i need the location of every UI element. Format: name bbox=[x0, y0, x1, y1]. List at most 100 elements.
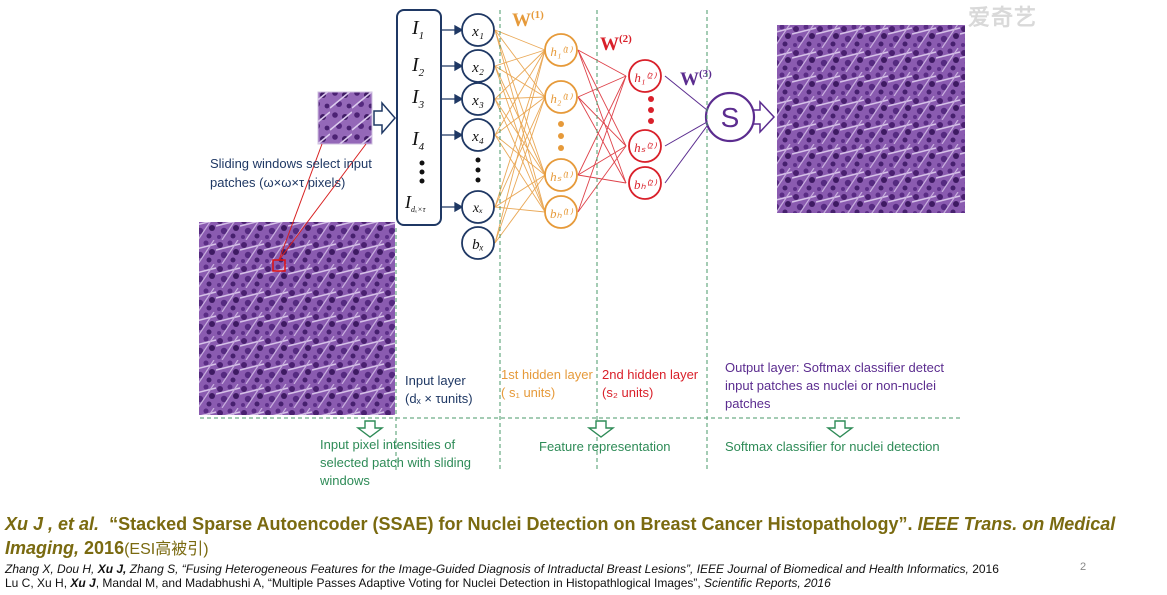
x-node-label: x₄ bbox=[471, 129, 484, 145]
h1-node bbox=[544, 80, 578, 114]
ellipsis-dot bbox=[648, 96, 654, 102]
w3-connections bbox=[664, 75, 708, 184]
x-node bbox=[461, 13, 495, 47]
h1-node-label: h₂⁽¹⁾ bbox=[550, 91, 573, 106]
input-label-4: I4 bbox=[411, 128, 425, 153]
w1-edge bbox=[494, 49, 546, 208]
softmax-node bbox=[704, 91, 756, 143]
ellipsis-dot bbox=[419, 169, 425, 175]
ref1-year: 2016 bbox=[968, 562, 999, 576]
output-tissue-image bbox=[777, 25, 965, 213]
w1-edge bbox=[494, 49, 546, 136]
ellipsis-dot bbox=[648, 107, 654, 113]
ref2-title: , Mandal M, and Madabhushi A, “Multiple … bbox=[95, 576, 705, 590]
citation-authors: Xu J , et al. bbox=[5, 514, 100, 534]
hollow-arrow-icon bbox=[373, 100, 396, 136]
bias-x-label: bₓ bbox=[472, 237, 484, 253]
x-node-label: xₓ bbox=[472, 201, 483, 216]
input-layer-label: Input layer bbox=[405, 373, 466, 388]
output-layer-label: Output layer: Softmax classifier detect bbox=[725, 360, 944, 375]
citation-esi: (ESI高被引) bbox=[124, 541, 209, 558]
w1-edge bbox=[494, 65, 546, 98]
softmax-node-label: S bbox=[721, 102, 740, 133]
input-label-last: Idₓ×τ bbox=[404, 192, 427, 214]
ellipsis-dot bbox=[475, 177, 481, 183]
x-node bbox=[461, 190, 495, 224]
h1-node-label: hₛ⁽¹⁾ bbox=[550, 169, 573, 184]
down-arrow-icon bbox=[825, 420, 855, 438]
bottom-label-input: windows bbox=[319, 473, 370, 488]
h2-node-label: hₛ⁽²⁾ bbox=[634, 140, 657, 155]
x-node-label: x₂ bbox=[471, 60, 484, 76]
ref1-highlight: Xu J, bbox=[97, 562, 127, 576]
w1-edge bbox=[494, 96, 546, 136]
w2-edge bbox=[577, 75, 627, 213]
sliding-windows-label: patches (ω×ω×τ pixels) bbox=[210, 175, 345, 190]
ref2-highlight: Xu J bbox=[70, 576, 96, 590]
main-citation: Xu J , et al. “Stacked Sparse Autoencode… bbox=[5, 512, 1165, 562]
h2-bias-label: bₕ⁽²⁾ bbox=[634, 177, 658, 192]
reference-1: Zhang X, Dou H, Xu J, Zhang S, “Fusing H… bbox=[5, 562, 1165, 576]
hidden1-label: 1st hidden layer bbox=[501, 367, 593, 382]
x-node bbox=[461, 118, 495, 152]
bias-x-node bbox=[461, 226, 495, 260]
ellipsis-dot bbox=[419, 160, 425, 166]
ref2-journal: Scientific Reports, 2016 bbox=[704, 576, 831, 590]
input-arrowhead bbox=[454, 129, 464, 141]
citation-title: “Stacked Sparse Autoencoder (SSAE) for N… bbox=[109, 514, 913, 534]
ellipsis-dot bbox=[558, 133, 564, 139]
w1-edge bbox=[494, 29, 546, 98]
bottom-label-input: selected patch with sliding bbox=[320, 455, 471, 470]
w2-connections bbox=[577, 49, 627, 213]
w2-edge bbox=[577, 49, 627, 77]
w2-edge bbox=[577, 96, 627, 147]
ellipsis-dot bbox=[648, 118, 654, 124]
w2-edge bbox=[577, 49, 627, 184]
w1-edge bbox=[494, 65, 546, 176]
x-node-label: x₁ bbox=[471, 24, 484, 40]
w3-edge bbox=[664, 125, 708, 184]
w1-edge bbox=[494, 174, 546, 208]
w1-edge bbox=[494, 29, 546, 176]
h2-node-label: h₁⁽²⁾ bbox=[634, 70, 657, 85]
patch-link-line bbox=[278, 143, 323, 261]
citation-year: 2016 bbox=[84, 538, 125, 558]
ellipsis-dot bbox=[475, 167, 481, 173]
ellipsis-dot bbox=[558, 121, 564, 127]
down-arrow-icon bbox=[355, 420, 385, 438]
w1-edge bbox=[494, 49, 546, 67]
ref1-journal: IEEE Journal of Biomedical and Health In… bbox=[696, 562, 969, 576]
h1-node bbox=[544, 33, 578, 67]
h2-bias-node bbox=[628, 166, 662, 200]
w1-edge bbox=[494, 96, 546, 208]
output-layer-label: patches bbox=[725, 396, 771, 411]
input-arrowhead bbox=[454, 24, 464, 36]
w1-edge bbox=[494, 134, 546, 213]
w2-edge bbox=[577, 75, 627, 176]
ellipsis-dot bbox=[419, 178, 425, 184]
h2-node bbox=[628, 129, 662, 163]
ellipsis-dot bbox=[475, 157, 481, 163]
page-number: 2 bbox=[1080, 561, 1087, 573]
h2-node bbox=[628, 59, 662, 93]
input-tissue-image bbox=[199, 222, 395, 415]
w2-label: W(2) bbox=[600, 33, 632, 55]
input-arrowhead bbox=[454, 93, 464, 105]
input-arrowhead bbox=[454, 201, 464, 213]
w3-edge bbox=[664, 121, 708, 147]
input-vector-box bbox=[396, 9, 442, 226]
w1-edge bbox=[494, 49, 546, 100]
input-label-1: I1 bbox=[411, 17, 424, 42]
w1-edge bbox=[494, 98, 546, 176]
iqiyi-logo: 爱奇艺 bbox=[968, 5, 1038, 30]
w1-edge bbox=[494, 96, 546, 100]
citation-journal: IEEE Trans. on Medical Imaging, bbox=[5, 514, 1116, 558]
input-label-3: I3 bbox=[411, 86, 425, 111]
h1-bias-label: bₕ⁽¹⁾ bbox=[550, 206, 574, 221]
w1-edge bbox=[494, 134, 546, 176]
h1-bias-node bbox=[544, 195, 578, 229]
w1-edge bbox=[494, 29, 546, 51]
ref2-authors: Lu C, Xu H, bbox=[5, 576, 71, 590]
w1-edge bbox=[494, 49, 546, 244]
